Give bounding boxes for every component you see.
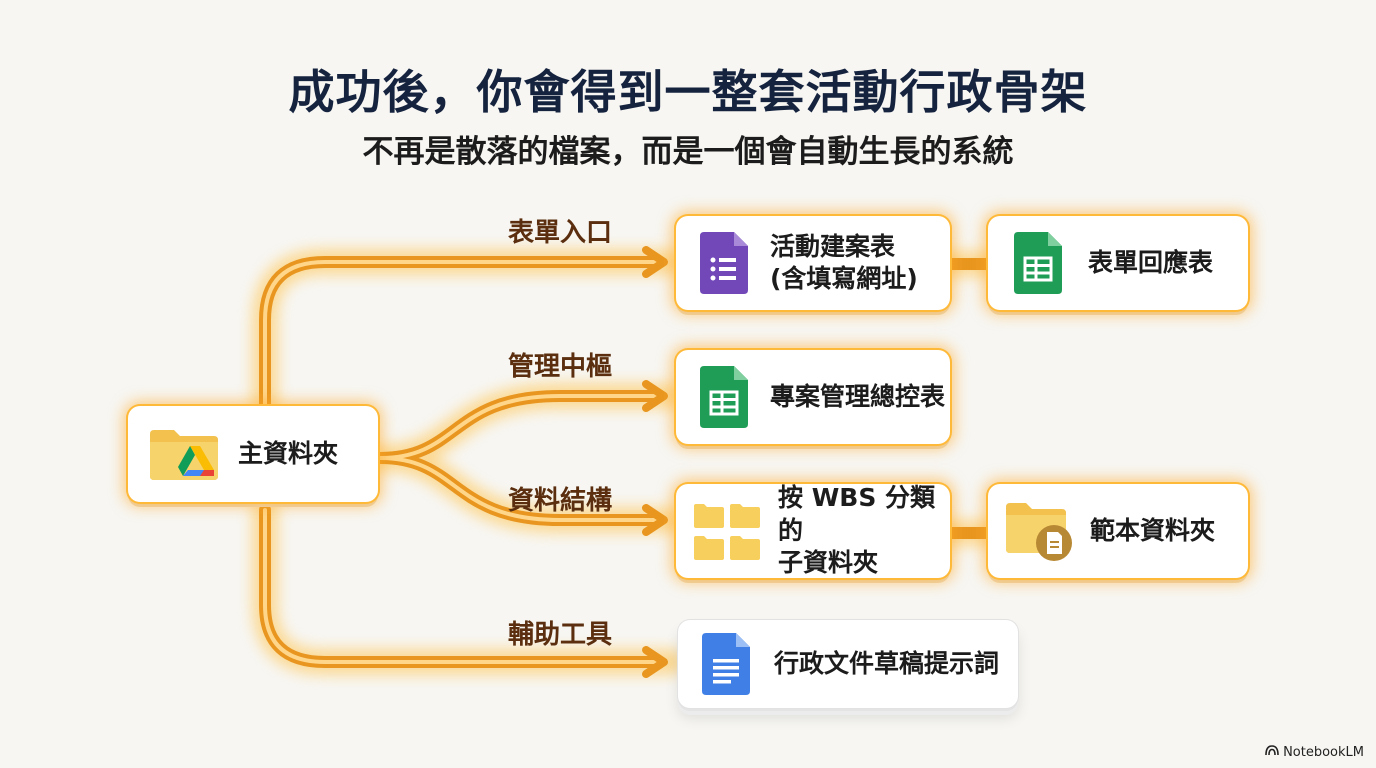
node-template-folder[interactable]: 範本資料夾 <box>988 484 1248 578</box>
node-label: 專案管理總控表 <box>770 381 946 411</box>
connector-highlights <box>263 260 657 664</box>
notebooklm-watermark: NotebookLM <box>1265 745 1364 760</box>
watermark-text: NotebookLM <box>1283 745 1364 760</box>
arrowhead <box>642 504 668 536</box>
arrowheads <box>642 246 668 678</box>
template-folder-icon <box>1004 499 1076 563</box>
node-project-management-sheet[interactable]: 專案管理總控表 <box>676 350 950 444</box>
notebooklm-logo-icon <box>1265 745 1279 760</box>
node-label: 活動建案表 (含填寫網址) <box>770 231 918 294</box>
google-forms-icon <box>700 232 748 294</box>
google-docs-icon <box>702 633 750 695</box>
branch-label-data-structure: 資料結構 <box>508 486 613 516</box>
node-wbs-subfolders[interactable]: 按 WBS 分類的 子資料夾 <box>676 483 950 578</box>
root-folder-label: 主資料夾 <box>238 438 339 468</box>
branch-label-management-hub: 管理中樞 <box>508 352 613 382</box>
node-label: 行政文件草稿提示詞 <box>774 648 1000 678</box>
arrowhead <box>642 246 668 278</box>
google-drive-folder-icon <box>148 424 220 484</box>
node-label: 按 WBS 分類的 子資料夾 <box>778 483 936 578</box>
google-sheets-icon <box>700 366 748 428</box>
page-title: 成功後，你會得到一整套活動行政骨架 <box>288 65 1088 119</box>
arrowhead <box>642 646 668 678</box>
google-sheets-icon <box>1014 232 1062 294</box>
branch-label-auxiliary-tools: 輔助工具 <box>508 620 613 650</box>
arrowhead <box>642 380 668 412</box>
node-label: 表單回應表 <box>1088 247 1214 277</box>
branch-label-form-entry: 表單入口 <box>508 218 613 248</box>
page-subtitle: 不再是散落的檔案，而是一個會自動生長的系統 <box>362 134 1014 170</box>
root-folder-node[interactable]: 主資料夾 <box>128 406 378 502</box>
node-event-registration-form[interactable]: 活動建案表 (含填寫網址) <box>676 216 950 310</box>
node-form-responses-sheet[interactable]: 表單回應表 <box>988 216 1248 310</box>
node-admin-document-prompts[interactable]: 行政文件草稿提示詞 <box>678 620 1018 708</box>
node-label: 範本資料夾 <box>1090 515 1216 545</box>
folders-grid-icon <box>692 500 762 562</box>
